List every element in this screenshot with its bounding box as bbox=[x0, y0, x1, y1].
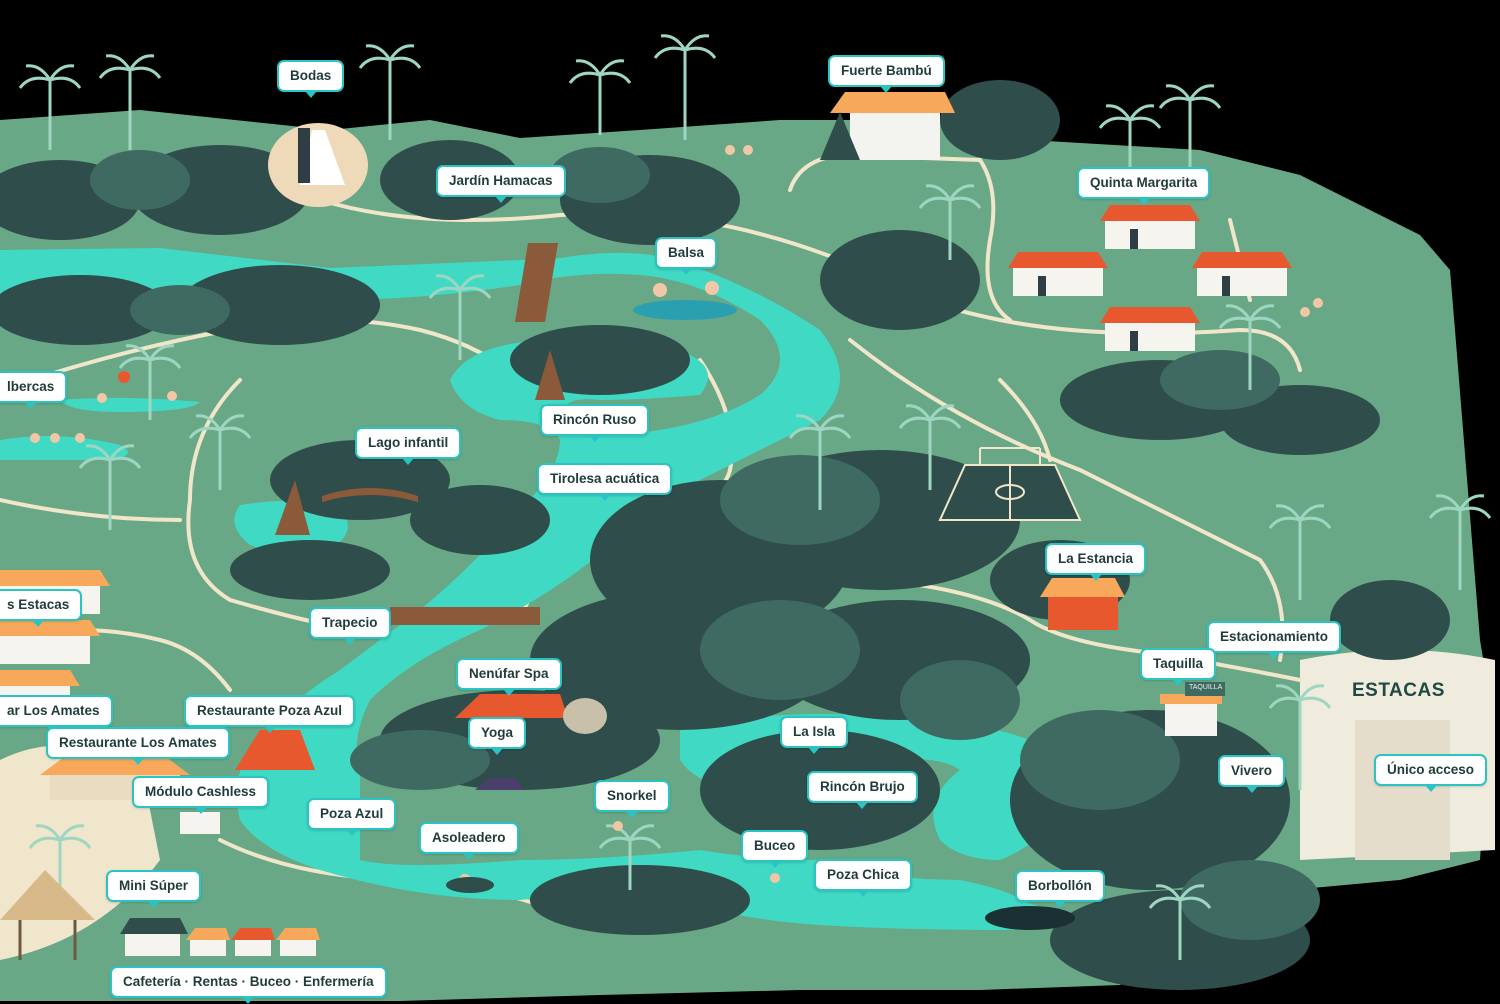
soccer-field-icon bbox=[938, 447, 1082, 521]
label-albercas[interactable]: lbercas bbox=[0, 371, 68, 409]
wedding-area bbox=[268, 123, 368, 207]
label-las-estacas[interactable]: s Estacas bbox=[0, 589, 83, 627]
palapa-hut bbox=[0, 870, 95, 960]
label-yoga[interactable]: Yoga bbox=[468, 717, 527, 755]
label-mini-super[interactable]: Mini Súper bbox=[106, 870, 202, 908]
label-modulo-cashless[interactable]: Módulo Cashless bbox=[132, 776, 270, 814]
ball-icon bbox=[118, 371, 130, 383]
label-taquilla[interactable]: Taquilla bbox=[1140, 648, 1217, 686]
label-nenufar-spa[interactable]: Nenúfar Spa bbox=[456, 658, 562, 696]
label-bar-los-amates[interactable]: ar Los Amates bbox=[0, 695, 113, 733]
label-quinta-margarita[interactable]: Quinta Margarita bbox=[1077, 167, 1211, 205]
estacas-logo: ESTACAS bbox=[1352, 680, 1445, 701]
label-tirolesa-acuatica[interactable]: Tirolesa acuática bbox=[537, 463, 673, 501]
taquilla-sign: TAQUILLA bbox=[1189, 684, 1223, 691]
label-buceo[interactable]: Buceo bbox=[741, 830, 809, 868]
palm-trees bbox=[18, 34, 1492, 960]
borbollon-spring bbox=[985, 906, 1075, 930]
label-poza-azul[interactable]: Poza Azul bbox=[307, 798, 397, 836]
label-restaurante-los-amates[interactable]: Restaurante Los Amates bbox=[46, 727, 230, 765]
nenufar-spa-building bbox=[455, 694, 607, 734]
raft-icon bbox=[633, 281, 737, 320]
fuerte-bambu-building bbox=[820, 92, 955, 160]
label-estacionamiento[interactable]: Estacionamiento bbox=[1207, 621, 1342, 659]
label-lago-infantil[interactable]: Lago infantil bbox=[355, 427, 462, 465]
label-bodas[interactable]: Bodas bbox=[277, 60, 345, 98]
label-restaurante-poza-azul[interactable]: Restaurante Poza Azul bbox=[184, 695, 356, 733]
restaurant-buildings bbox=[40, 730, 315, 834]
bridges bbox=[322, 243, 558, 625]
label-poza-chica[interactable]: Poza Chica bbox=[814, 859, 913, 897]
label-fuerte-bambu[interactable]: Fuerte Bambú bbox=[828, 55, 945, 93]
label-la-estancia[interactable]: La Estancia bbox=[1045, 543, 1147, 581]
label-asoleadero[interactable]: Asoleadero bbox=[419, 822, 519, 860]
label-trapecio[interactable]: Trapecio bbox=[309, 607, 391, 645]
label-rincon-ruso[interactable]: Rincón Ruso bbox=[540, 404, 650, 442]
label-balsa[interactable]: Balsa bbox=[655, 237, 718, 275]
label-unico-acceso[interactable]: Único acceso bbox=[1374, 754, 1488, 792]
label-jardin-hamacas[interactable]: Jardín Hamacas bbox=[436, 165, 566, 203]
label-snorkel[interactable]: Snorkel bbox=[594, 780, 670, 818]
tree-lago-infantil bbox=[275, 480, 310, 535]
taquilla-booth bbox=[1160, 682, 1225, 736]
label-borbollon[interactable]: Borbollón bbox=[1015, 870, 1105, 908]
yoga-figure bbox=[475, 778, 525, 790]
shops-row bbox=[120, 918, 320, 956]
float-ring bbox=[446, 877, 494, 893]
label-la-isla[interactable]: La Isla bbox=[780, 716, 849, 754]
tree-rincon-ruso bbox=[535, 350, 565, 400]
label-rincon-brujo[interactable]: Rincón Brujo bbox=[807, 771, 918, 809]
la-estancia-building bbox=[1040, 578, 1125, 630]
label-vivero[interactable]: Vivero bbox=[1218, 755, 1286, 793]
label-cafeteria-rentas-buceo-enfermeria[interactable]: Cafetería · Rentas · Buceo · Enfermería bbox=[110, 966, 387, 1004]
